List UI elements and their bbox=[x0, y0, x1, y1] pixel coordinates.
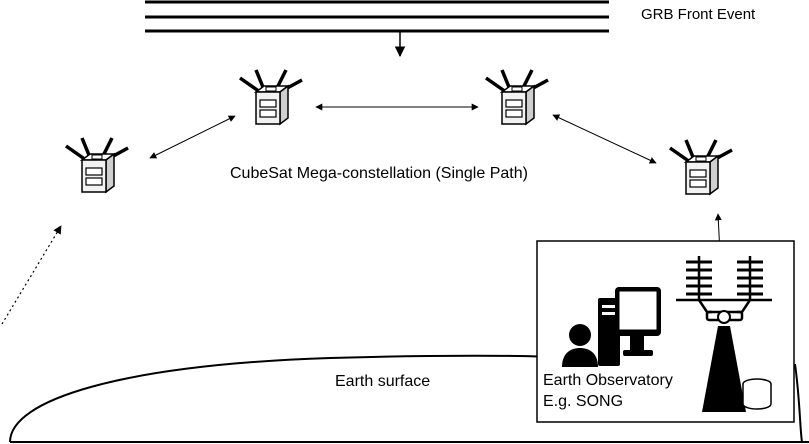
earth-surface-label: Earth surface bbox=[335, 373, 431, 390]
telescope-icon bbox=[702, 326, 772, 412]
observatory-label: Earth Observatory bbox=[543, 372, 673, 389]
link-arrow bbox=[552, 114, 657, 164]
desktop-computer-icon bbox=[598, 287, 661, 366]
earth-surface-curve-right bbox=[794, 363, 803, 443]
cubesat-icon bbox=[64, 136, 130, 194]
observatory-example-label: E.g. SONG bbox=[543, 393, 624, 410]
dotted-path-arrow bbox=[1, 225, 62, 325]
constellation-label: CubeSat Mega-constellation (Single Path) bbox=[230, 165, 528, 182]
antenna-array-icon bbox=[676, 256, 772, 324]
grb-front-lines bbox=[145, 0, 609, 33]
cubesat-icon bbox=[238, 68, 304, 126]
grb-front-event-label: GRB Front Event bbox=[641, 6, 756, 23]
link-arrow bbox=[149, 115, 236, 159]
earth-surface-curve bbox=[9, 354, 561, 443]
person-icon bbox=[562, 324, 598, 367]
cubesat-icon bbox=[668, 138, 734, 196]
cubesat-icon bbox=[484, 68, 550, 126]
